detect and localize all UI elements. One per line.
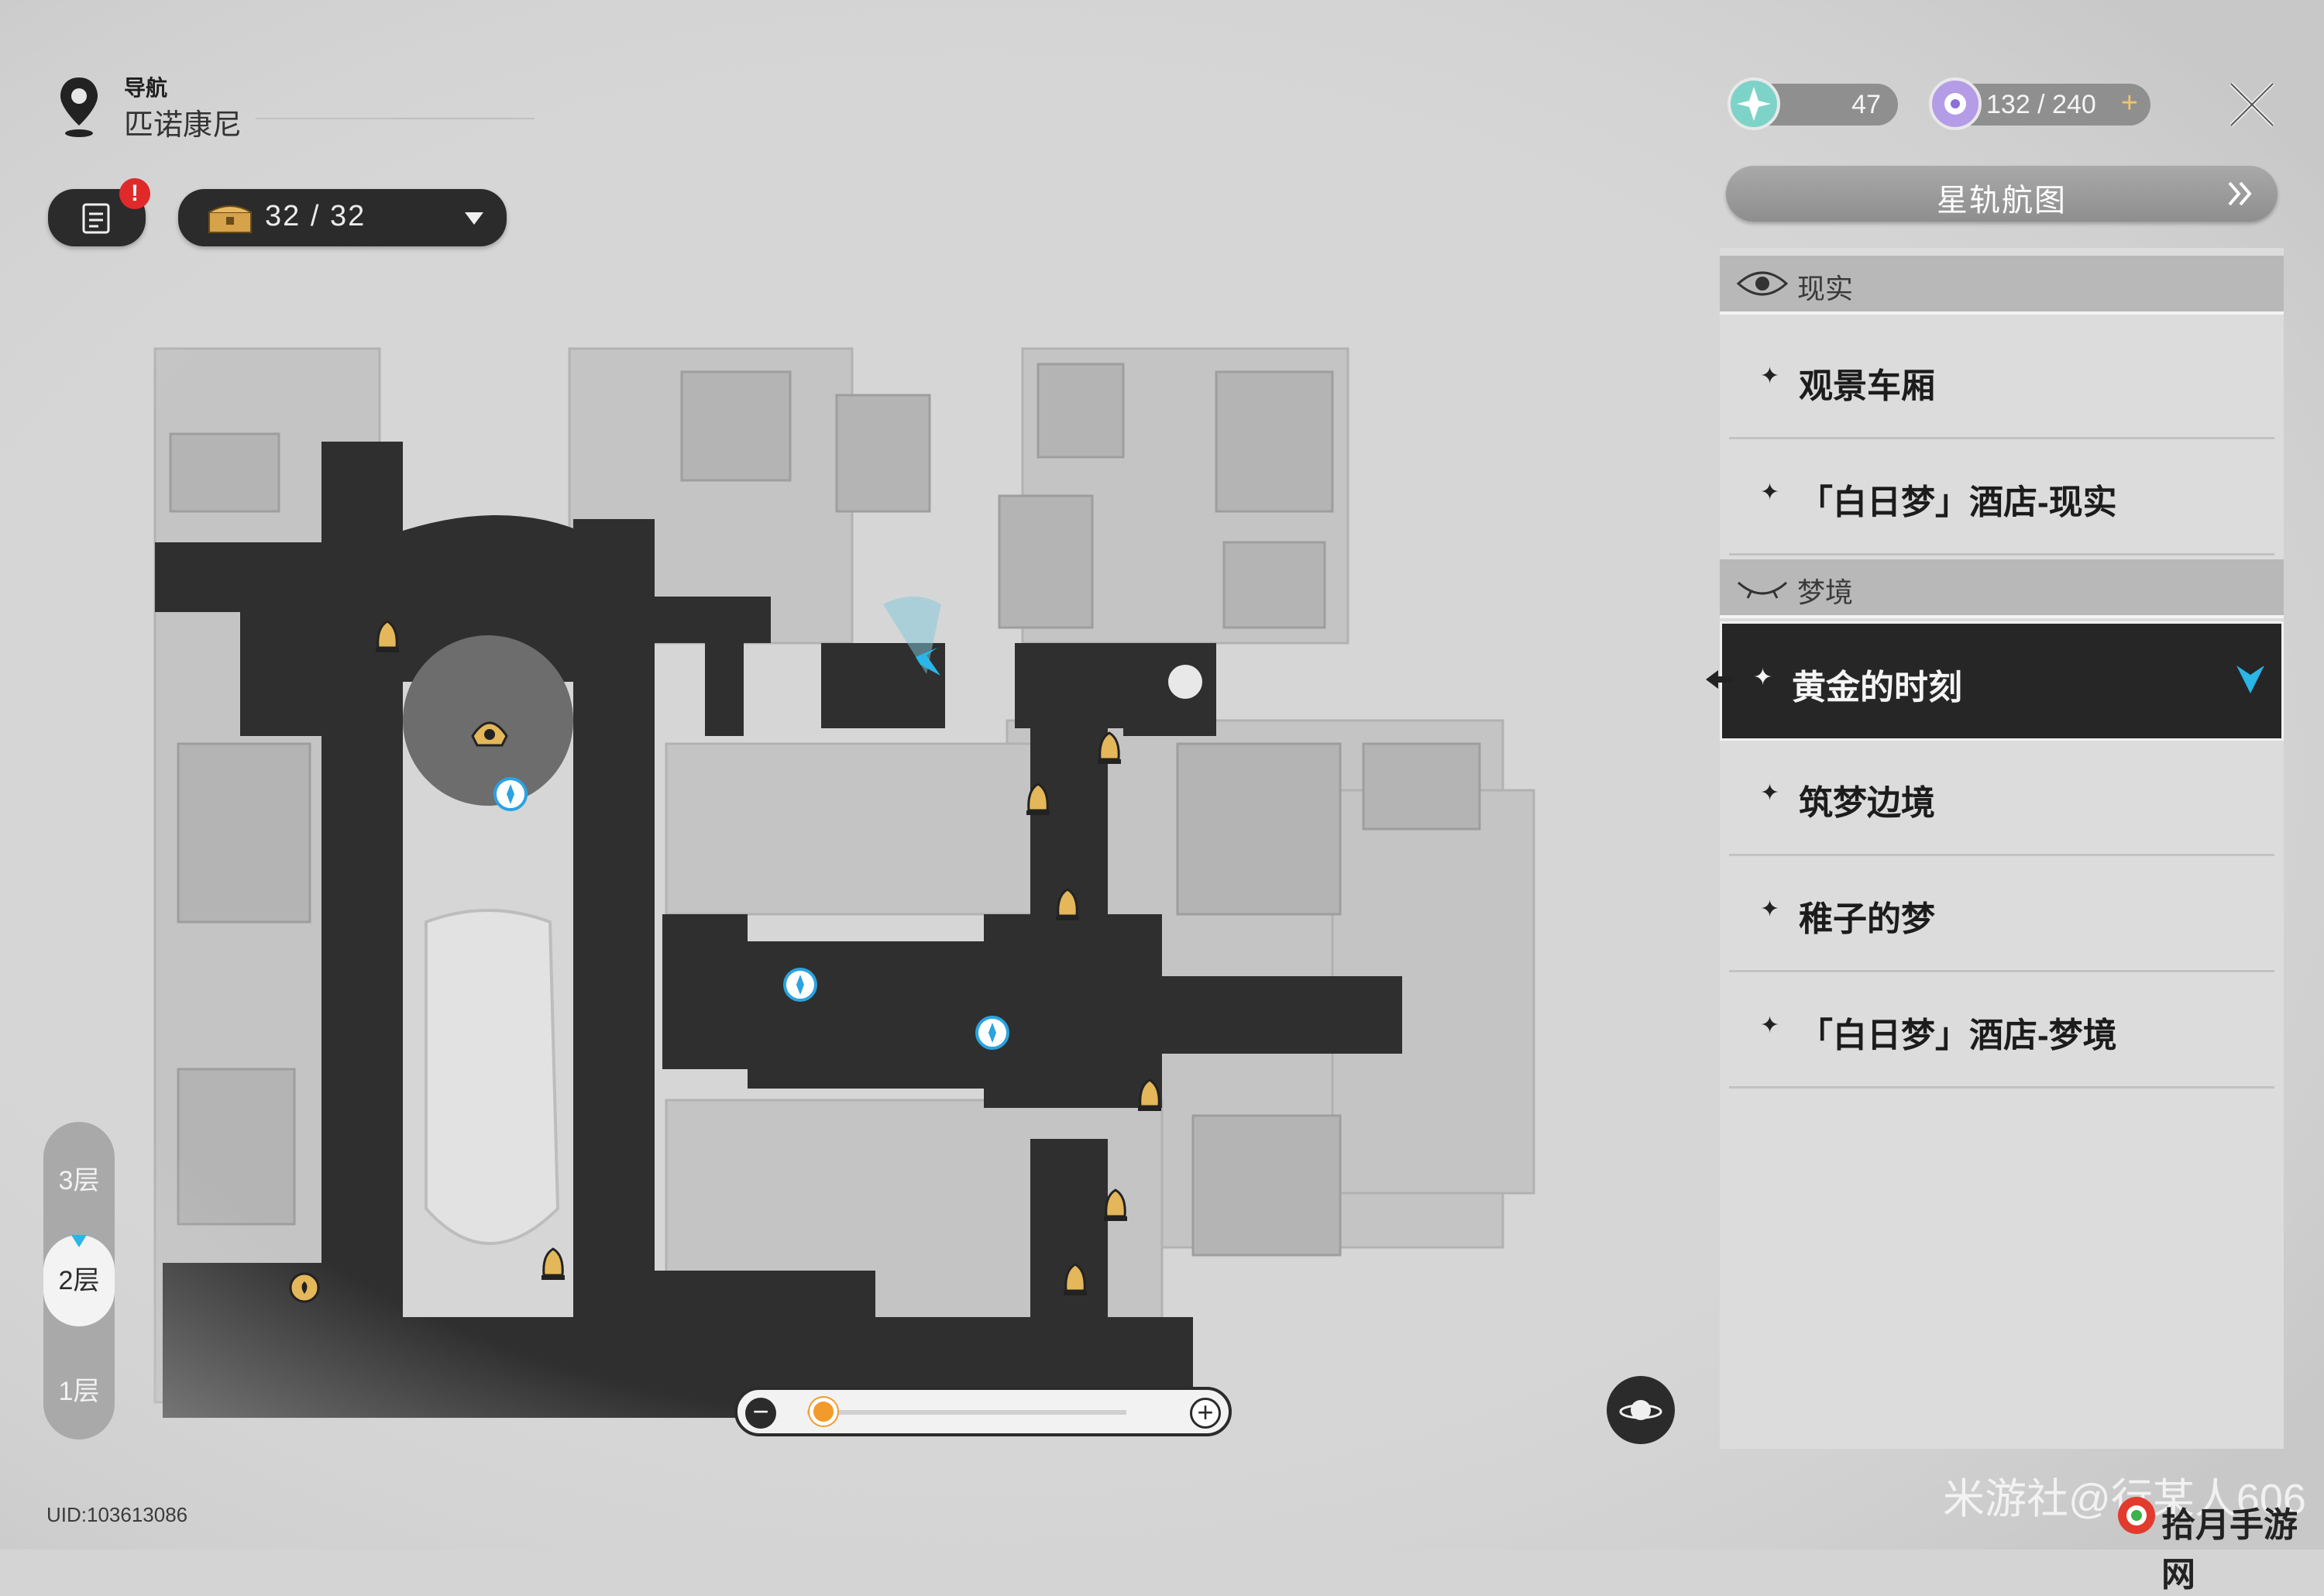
location-item[interactable]: ✦ 稚子的梦 — [1729, 855, 2274, 972]
player-uid: UID:103613086 — [46, 1503, 188, 1526]
sparkle-icon: ✦ — [1760, 780, 1780, 806]
sparkle-icon: ✦ — [1760, 480, 1780, 505]
location-label: 「白日梦」酒店-梦境 — [1799, 1016, 2117, 1054]
bell-icon[interactable] — [538, 1247, 569, 1283]
location-pin-icon — [60, 77, 98, 137]
treasure-count: 32 / 32 — [265, 200, 366, 232]
space-anchor-icon[interactable] — [971, 1012, 1013, 1054]
clipboard-icon — [82, 203, 110, 234]
site-logo-icon — [2118, 1497, 2155, 1534]
star-rail-map-button[interactable]: 星轨航图 — [1726, 166, 2278, 222]
floor-1-button[interactable]: 1层 — [58, 1377, 100, 1406]
trailblaze-power-icon — [1929, 77, 1982, 130]
bell-icon[interactable] — [1100, 1188, 1131, 1224]
header-divider — [256, 118, 535, 119]
planet-icon — [1619, 1400, 1662, 1420]
location-label: 观景车厢 — [1799, 367, 1935, 405]
chevron-down-icon — [465, 212, 483, 225]
location-marker-icon — [2236, 666, 2264, 693]
shop-icon[interactable] — [287, 1268, 322, 1305]
location-list-panel — [1720, 248, 2284, 1449]
selection-arrow-icon — [1706, 670, 1732, 689]
bell-icon[interactable] — [1134, 1078, 1165, 1114]
region-name: 匹诺康尼 — [124, 109, 242, 142]
zoom-out-button[interactable]: − — [745, 1398, 776, 1429]
location-label: 筑梦边境 — [1799, 784, 1935, 822]
currency-value: 132 / 240 — [1986, 90, 2096, 119]
location-item[interactable]: ✦ 筑梦边境 — [1729, 739, 2274, 856]
location-item[interactable]: ✦ 「白日梦」酒店-现实 — [1729, 439, 2274, 556]
sparkle-icon: ✦ — [1753, 665, 1773, 690]
section-dream-header: 梦境 — [1720, 559, 2284, 618]
zoom-slider[interactable]: − + — [734, 1387, 1232, 1436]
section-label: 现实 — [1797, 273, 1854, 304]
zoom-in-button[interactable]: + — [1190, 1398, 1221, 1429]
sparkle-icon: ✦ — [1760, 363, 1780, 389]
location-label: 稚子的梦 — [1799, 900, 1935, 938]
currency-value: 47 — [1851, 90, 1881, 119]
zoom-track[interactable] — [807, 1410, 1126, 1415]
bell-icon[interactable] — [1023, 783, 1054, 818]
sparkle-icon: ✦ — [1760, 1013, 1780, 1038]
eye-icon — [1736, 271, 1789, 296]
space-anchor-icon[interactable] — [490, 773, 531, 815]
star-crystal-icon — [1728, 77, 1780, 130]
notification-badge: ! — [119, 178, 150, 209]
location-label: 黄金的时刻 — [1792, 669, 1962, 707]
star-rail-map-label: 星轨航图 — [1937, 184, 2067, 218]
double-chevron-right-icon — [2228, 181, 2252, 206]
reset-view-button[interactable] — [1607, 1376, 1675, 1444]
bell-icon[interactable] — [372, 620, 403, 655]
location-item[interactable]: ✦ 「白日梦」酒店-梦境 — [1729, 972, 2274, 1089]
location-item-selected[interactable]: ✦ 黄金的时刻 — [1720, 621, 2284, 741]
close-icon[interactable] — [2225, 77, 2279, 132]
bell-icon[interactable] — [1094, 731, 1125, 767]
sparkle-icon: ✦ — [1760, 896, 1780, 922]
nav-title: 导航 — [124, 76, 168, 100]
section-label: 梦境 — [1797, 576, 1854, 608]
watermark-site: 拾月手游网 — [2161, 1506, 2298, 1594]
location-item[interactable]: ✦ 观景车厢 — [1729, 322, 2274, 439]
zoom-handle[interactable] — [809, 1398, 837, 1426]
treasure-chest-icon — [208, 205, 252, 233]
floor-2-button[interactable]: 2层 — [43, 1235, 115, 1326]
add-currency-button[interactable]: + — [2120, 87, 2138, 119]
closed-eye-icon — [1737, 581, 1788, 599]
section-reality-header: 现实 — [1720, 256, 2284, 315]
floor-3-button[interactable]: 3层 — [58, 1166, 100, 1195]
bell-icon[interactable] — [1052, 888, 1083, 924]
current-floor-marker-icon — [71, 1235, 87, 1247]
location-label: 「白日梦」酒店-现实 — [1799, 483, 2117, 521]
space-anchor-icon[interactable] — [779, 964, 821, 1006]
bell-icon[interactable] — [1060, 1263, 1091, 1298]
treasure-counter-dropdown[interactable]: 32 / 32 — [178, 189, 507, 246]
mission-log-button[interactable] — [48, 189, 146, 246]
quest-npc-icon[interactable] — [468, 713, 511, 752]
